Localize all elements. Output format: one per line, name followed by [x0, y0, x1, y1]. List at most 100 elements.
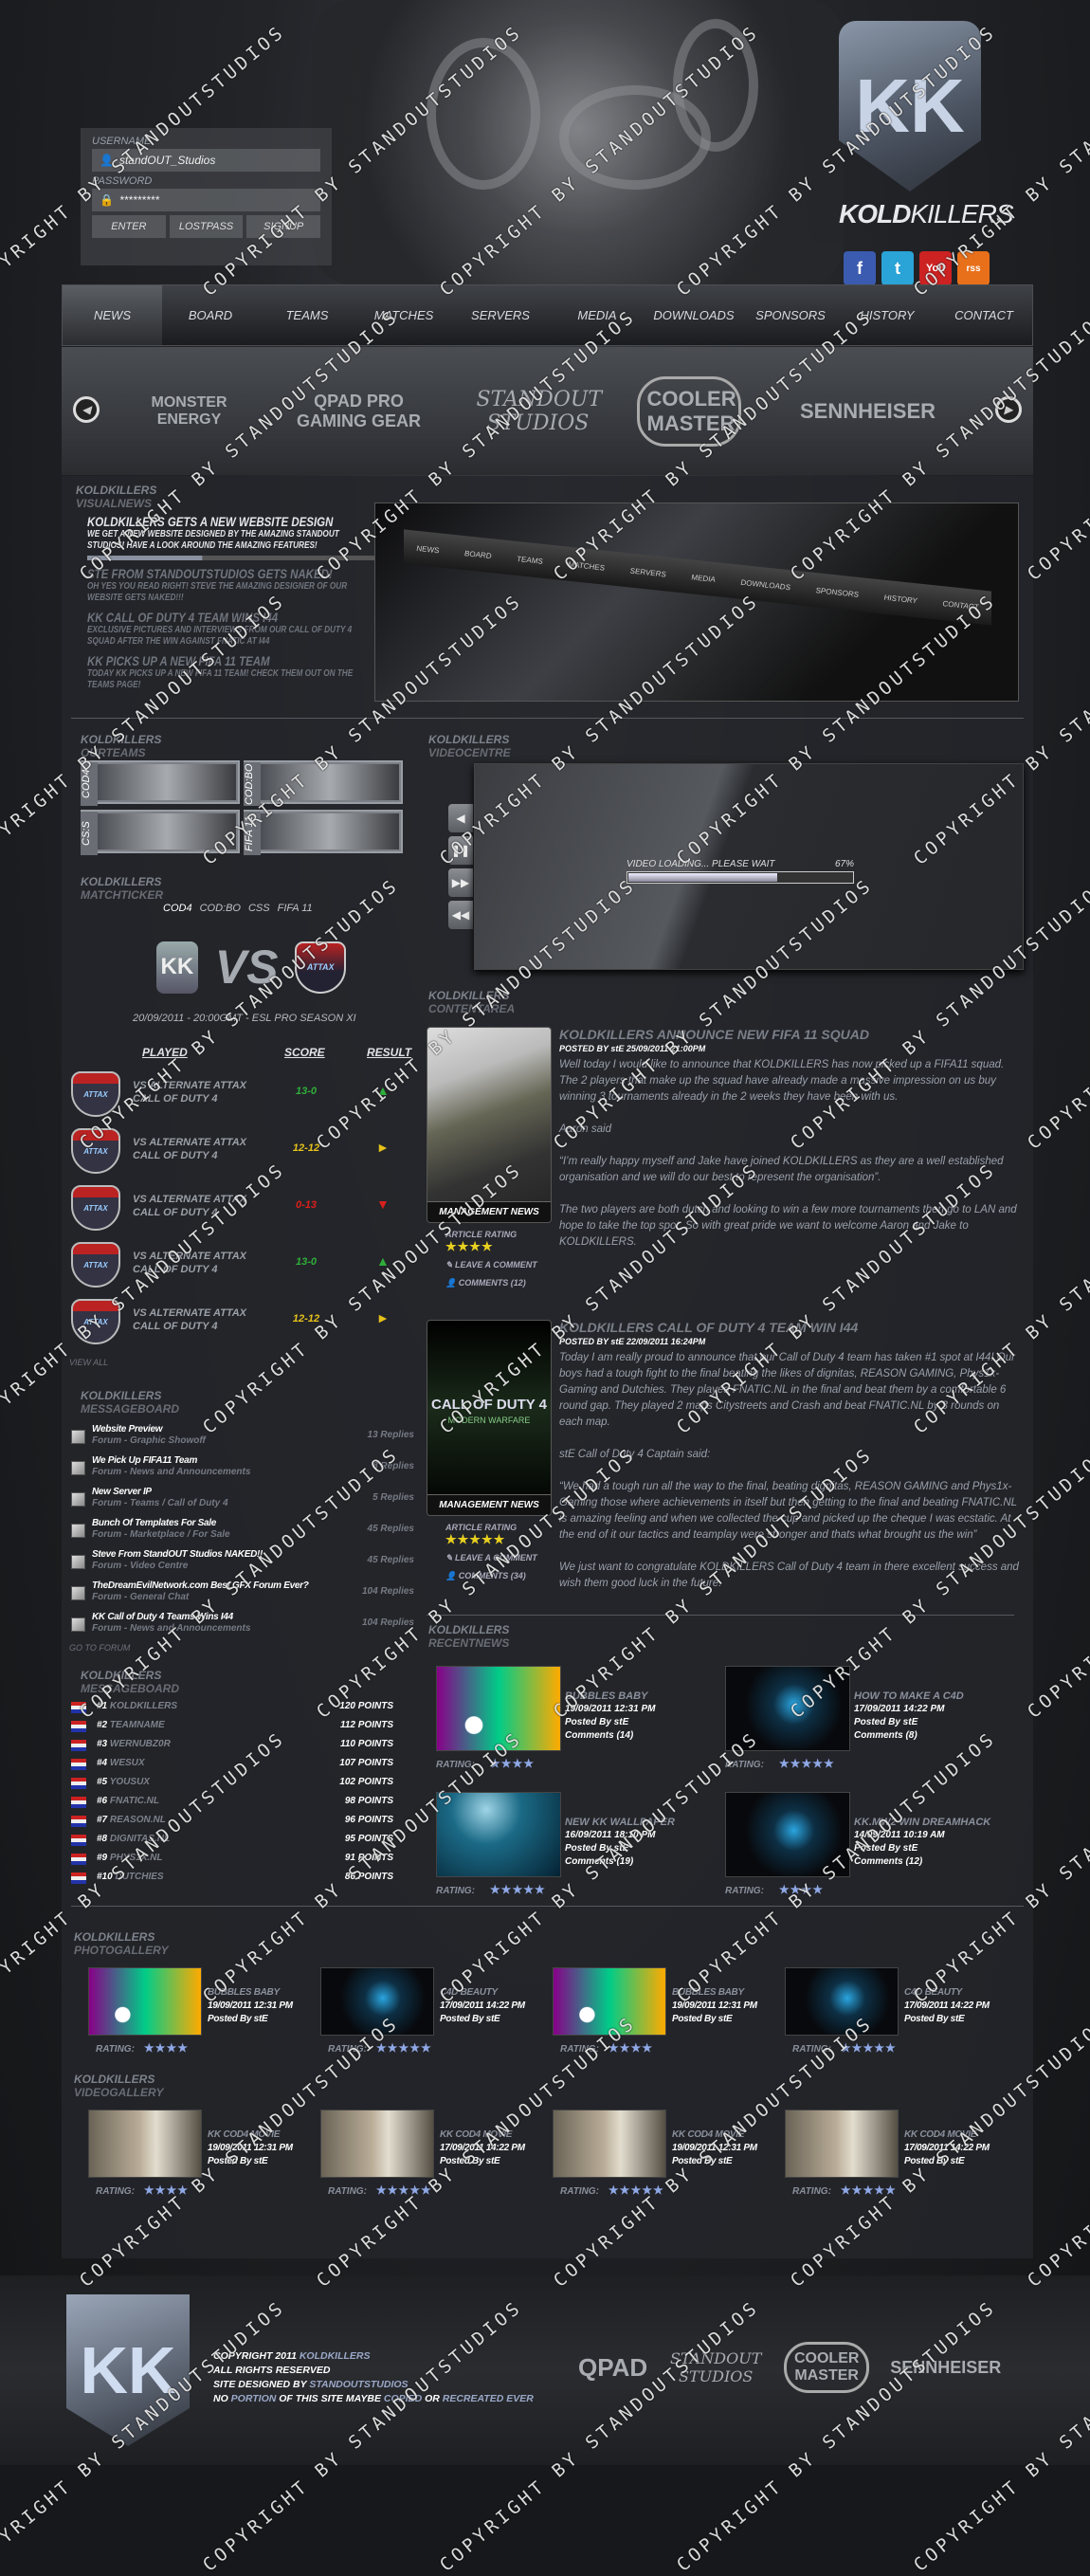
- tab-css[interactable]: CSS: [247, 903, 270, 914]
- gallery-title[interactable]: KK COD4 MOVIE: [440, 2129, 513, 2140]
- visualnews-item[interactable]: STE FROM STANDOUTSTUDIOS GETS NAKED!OH Y…: [87, 566, 374, 604]
- forum-thread[interactable]: Steve From StandOUT Studios NAKED!!Forum…: [71, 1549, 414, 1580]
- nav-downloads[interactable]: DOWNLOADS: [653, 308, 735, 322]
- gallery-thumbnail[interactable]: [320, 1967, 434, 2036]
- gallery-thumbnail[interactable]: [553, 2110, 666, 2178]
- team-css[interactable]: CS:S: [81, 810, 240, 855]
- gallery-title[interactable]: KK COD4 MOVIE: [208, 2129, 281, 2140]
- tab-codbo[interactable]: COD:BO: [199, 903, 241, 914]
- thread-title[interactable]: New Server IP: [92, 1487, 152, 1497]
- gallery-title[interactable]: KK COD4 MOVIE: [672, 2129, 745, 2140]
- news-title[interactable]: KK.MW2 WIN DREAMHACK: [854, 1817, 991, 1828]
- footer-sponsor-sennheiser[interactable]: SENNHEISER: [890, 2357, 1002, 2377]
- leave-comment-link[interactable]: ✎ LEAVE A COMMENT: [445, 1553, 550, 1563]
- video-pause-button[interactable]: ❚❚: [448, 836, 473, 865]
- gallery-thumbnail[interactable]: [785, 1967, 899, 2036]
- video-rewind-button[interactable]: ◀◀: [448, 901, 473, 929]
- rss-icon[interactable]: rss: [957, 251, 990, 285]
- nav-sponsors[interactable]: SPONSORS: [755, 308, 826, 322]
- nav-teams[interactable]: TEAMS: [285, 308, 329, 322]
- news-title[interactable]: NEW KK WALLPAPER: [565, 1817, 675, 1828]
- team-cod4[interactable]: COD4: [81, 760, 240, 806]
- gallery-thumbnail[interactable]: [320, 2110, 434, 2178]
- thread-title[interactable]: We Pick Up FIFA11 Team: [92, 1455, 198, 1466]
- gallery-title[interactable]: BUBBLES BABY: [672, 1987, 744, 1998]
- lostpass-button[interactable]: LOSTPASS: [169, 215, 244, 238]
- team-codbo[interactable]: COD:BO: [244, 760, 403, 806]
- sponsor-sennheiser[interactable]: SENNHEISER: [799, 398, 936, 423]
- sponsor-qpad[interactable]: QPAD PRO GAMING GEAR: [296, 391, 421, 430]
- news-thumbnail[interactable]: [725, 1792, 850, 1877]
- signup-button[interactable]: SIGNUP: [246, 215, 321, 238]
- nav-board[interactable]: BOARD: [188, 308, 233, 322]
- news-title[interactable]: HOW TO MAKE A C4D: [854, 1690, 964, 1702]
- carousel-prev-button[interactable]: ◀: [73, 396, 100, 423]
- thread-title[interactable]: Steve From StandOUT Studios NAKED!!: [92, 1549, 263, 1560]
- nav-matches[interactable]: MATCHES: [373, 308, 434, 322]
- nav-media[interactable]: MEDIA: [577, 308, 617, 322]
- thread-title[interactable]: KK Call of Duty 4 Teams Wins I44: [92, 1612, 233, 1622]
- thread-title[interactable]: Website Preview: [92, 1424, 163, 1434]
- forum-thread[interactable]: TheDreamEvilNetwork.com Best GFX Forum E…: [71, 1580, 414, 1612]
- comments-link[interactable]: 👤 COMMENTS (34): [445, 1571, 550, 1581]
- video-prev-button[interactable]: ◀: [448, 804, 473, 832]
- go-to-forum-link[interactable]: GO TO FORUM: [69, 1643, 131, 1653]
- news-thumbnail[interactable]: [436, 1792, 561, 1877]
- sponsor-coolermaster[interactable]: COOLER MASTER: [636, 375, 741, 447]
- gallery-title[interactable]: KK COD4 MOVIE: [904, 2129, 977, 2140]
- gallery-thumbnail[interactable]: [553, 1967, 666, 2036]
- facebook-icon[interactable]: f: [844, 251, 876, 285]
- gallery-thumbnail[interactable]: [88, 1967, 202, 2036]
- news-title[interactable]: BUBBLES BABY: [565, 1690, 648, 1702]
- carousel-next-button[interactable]: ▶: [995, 396, 1022, 423]
- twitter-icon[interactable]: t: [881, 251, 914, 285]
- footer-sponsor-standout[interactable]: STANDOUT STUDIOS: [669, 2349, 762, 2385]
- youtube-icon[interactable]: You: [919, 251, 952, 285]
- thread-title[interactable]: Bunch Of Templates For Sale: [92, 1518, 217, 1528]
- gallery-thumbnail[interactable]: [88, 2110, 202, 2178]
- footer-sponsor-coolermaster[interactable]: COOLER MASTER: [784, 2342, 870, 2393]
- nav-contact[interactable]: CONTACT: [954, 308, 1013, 322]
- gallery-title[interactable]: BUBBLES BABY: [208, 1987, 280, 1998]
- gallery-title[interactable]: C4D BEAUTY: [904, 1987, 962, 1998]
- tab-cod4[interactable]: COD4: [163, 903, 192, 914]
- article-title[interactable]: KOLDKILLERS ANNOUNCE NEW FIFA 11 SQUAD: [559, 1027, 869, 1042]
- article-title[interactable]: KOLDKILLERS CALL OF DUTY 4 TEAM WIN I44: [559, 1320, 859, 1335]
- nav-history[interactable]: HISTORY: [860, 308, 915, 322]
- news-thumbnail[interactable]: [436, 1666, 561, 1751]
- username-input[interactable]: 👤standOUT_Studios: [92, 149, 320, 172]
- password-input[interactable]: 🔒*********: [92, 189, 320, 211]
- gallery-title[interactable]: C4D BEAUTY: [440, 1987, 498, 1998]
